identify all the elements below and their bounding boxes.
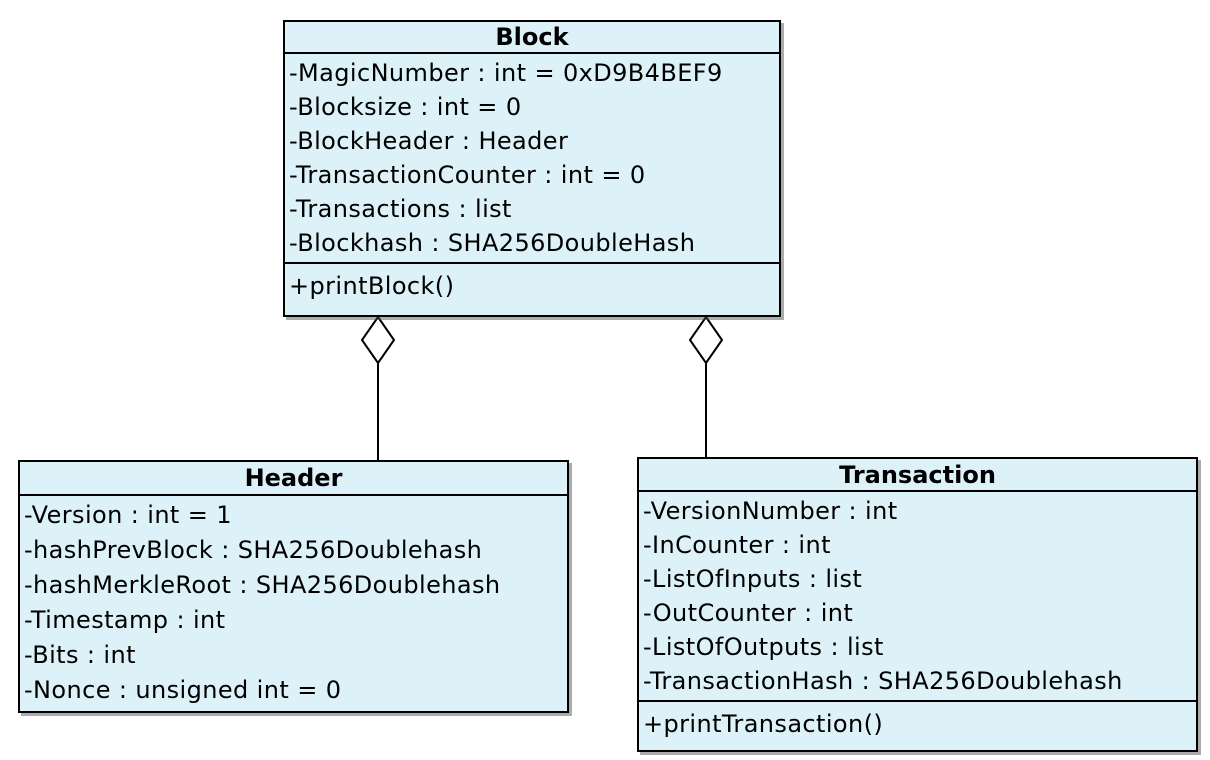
aggregation-connector-block-transaction: [688, 315, 724, 458]
attribute: -Nonce : unsigned int = 0: [24, 676, 342, 704]
attribute: -ListOfOutputs : list: [643, 633, 884, 661]
operations-compartment: +printBlock(): [285, 262, 779, 315]
class-node-block: Block -MagicNumber : int = 0xD9B4BEF9 -B…: [283, 20, 781, 317]
attributes-compartment: -Version : int = 1 -hashPrevBlock : SHA2…: [20, 496, 567, 710]
aggregation-connector-block-header: [360, 315, 396, 461]
attributes-compartment: -VersionNumber : int -InCounter : int -L…: [639, 492, 1196, 700]
attribute: -MagicNumber : int = 0xD9B4BEF9: [289, 59, 723, 87]
attribute: -Version : int = 1: [24, 501, 232, 529]
attributes-compartment: -MagicNumber : int = 0xD9B4BEF9 -Blocksi…: [285, 54, 779, 262]
operation: +printTransaction(): [643, 710, 884, 738]
attribute: -VersionNumber : int: [643, 497, 898, 525]
attribute: -Timestamp : int: [24, 606, 226, 634]
operations-compartment: +printTransaction(): [639, 700, 1196, 750]
attribute: -TransactionHash : SHA256Doublehash: [643, 667, 1123, 695]
class-title: Transaction: [639, 459, 1196, 492]
class-node-transaction: Transaction -VersionNumber : int -InCoun…: [637, 457, 1198, 752]
attribute: -BlockHeader : Header: [289, 127, 569, 155]
operation: +printBlock(): [289, 272, 455, 300]
attribute: -TransactionCounter : int = 0: [289, 161, 646, 189]
attribute: -Bits : int: [24, 641, 136, 669]
class-title: Block: [285, 22, 779, 54]
attribute: -Transactions : list: [289, 195, 512, 223]
attribute: -hashMerkleRoot : SHA256Doublehash: [24, 571, 501, 599]
attribute: -InCounter : int: [643, 531, 831, 559]
attribute: -OutCounter : int: [643, 599, 854, 627]
attribute: -Blocksize : int = 0: [289, 93, 522, 121]
attribute: -ListOfInputs : list: [643, 565, 863, 593]
aggregation-diamond-icon: [688, 315, 724, 365]
aggregation-diamond-icon: [360, 315, 396, 365]
class-title: Header: [20, 462, 567, 496]
class-node-header: Header -Version : int = 1 -hashPrevBlock…: [18, 460, 569, 713]
attribute: -Blockhash : SHA256DoubleHash: [289, 229, 696, 257]
attribute: -hashPrevBlock : SHA256Doublehash: [24, 536, 483, 564]
